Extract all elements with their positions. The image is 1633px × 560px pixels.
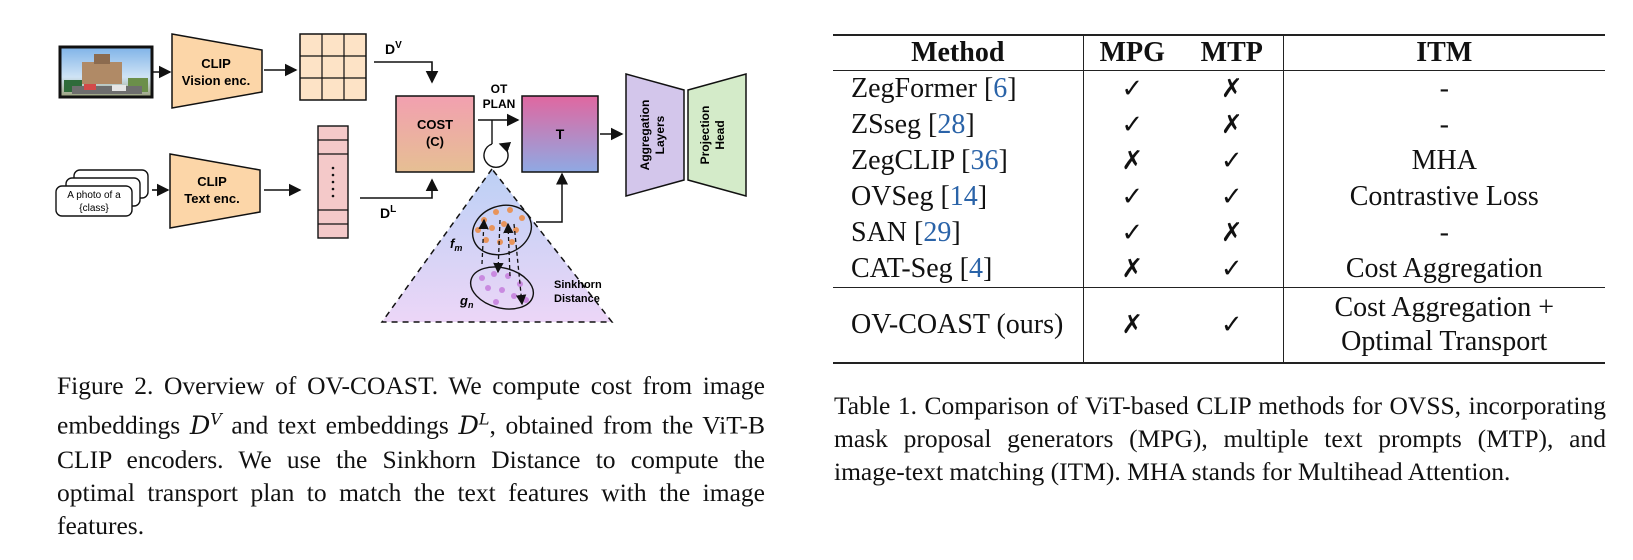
table-row: CAT-Seg [4] ✗ ✓ Cost Aggregation (833, 251, 1605, 288)
citation-link[interactable]: 29 (923, 217, 952, 248)
mtp-cell: ✓ (1181, 287, 1283, 364)
svg-text:Layers: Layers (653, 115, 667, 154)
table-row: ZSseg [28] ✓ ✗ - (833, 107, 1605, 143)
clip-text-encoder (169, 153, 261, 229)
cost-volume (395, 95, 475, 173)
svg-text:Text enc.: Text enc. (184, 191, 239, 206)
svg-text:PLAN: PLAN (483, 97, 516, 111)
method-cell: OVSeg [14] (851, 181, 988, 212)
ot-plan-label: OT (491, 82, 508, 96)
citation-link[interactable]: 6 (993, 73, 1008, 104)
svg-text:(C): (C) (426, 134, 444, 149)
itm-cell: Cost Aggregation (1282, 251, 1605, 288)
sinkhorn-distance-label: Sinkhorn (554, 279, 602, 291)
method-cell: OV-COAST (ours) (833, 287, 1083, 364)
mtp-cell: ✗ (1220, 218, 1243, 248)
itm-cell: MHA (1282, 143, 1605, 179)
method-cell: ZegFormer [6] (851, 73, 1017, 104)
itm-cell: Cost Aggregation +Optimal Transport (1282, 287, 1605, 364)
itm-cell: - (1282, 70, 1605, 107)
image-feature-grid (299, 33, 367, 101)
architecture-figure: CLIP Vision enc. DV A photo of a {class}… (52, 14, 792, 344)
table-header-row: Method MPG MTP ITM (833, 34, 1605, 71)
svg-text:Aggregation: Aggregation (638, 100, 652, 171)
svg-text:Head: Head (713, 120, 727, 149)
mtp-cell: ✗ (1220, 74, 1243, 104)
svg-text:Distance: Distance (554, 293, 600, 305)
t-block (521, 95, 599, 173)
mpg-cell: ✗ (1082, 143, 1181, 179)
svg-text:{class}: {class} (79, 203, 109, 214)
header-mpg: MPG (1082, 34, 1181, 71)
projection-head (687, 73, 747, 197)
mtp-cell: ✓ (1220, 254, 1243, 284)
citation-link[interactable]: 4 (968, 253, 983, 284)
method-cell: ZSseg [28] (851, 109, 975, 140)
svg-text:T: T (556, 126, 565, 142)
mtp-cell: ✗ (1220, 110, 1243, 140)
svg-text:Vision enc.: Vision enc. (182, 73, 250, 88)
mpg-cell: ✓ (1082, 215, 1181, 251)
header-method: Method (833, 34, 1083, 71)
table-row: OVSeg [14] ✓ ✓ Contrastive Loss (833, 179, 1605, 215)
clip-vision-encoder (171, 33, 263, 109)
mpg-cell: ✓ (1082, 107, 1181, 143)
table-row: ZegFormer [6] ✓ ✗ - (833, 70, 1605, 107)
citation-link[interactable]: 14 (949, 181, 978, 212)
mtp-cell: ✓ (1220, 146, 1243, 176)
text-feature-column (317, 125, 349, 239)
mpg-cell: ✗ (1082, 251, 1181, 288)
svg-text:COST: COST (417, 117, 453, 132)
mtp-cell: ✓ (1220, 182, 1243, 212)
dv-label: DV (385, 40, 402, 57)
svg-text:CLIP: CLIP (201, 56, 231, 71)
comparison-table: Method MPG MTP ITM ZegFormer [6] ✓ ✗ - Z… (833, 34, 1605, 364)
mpg-cell: ✓ (1082, 70, 1181, 107)
fm-label: fm (450, 236, 462, 253)
header-mtp: MTP (1181, 34, 1283, 71)
itm-cell: Contrastive Loss (1282, 179, 1605, 215)
mpg-cell: ✗ (1082, 287, 1181, 364)
figure-caption: Figure 2. Overview of OV-COAST. We compu… (57, 371, 765, 540)
aggregation-layers (625, 73, 685, 197)
header-itm: ITM (1282, 34, 1605, 71)
svg-text:CLIP: CLIP (197, 174, 227, 189)
gn-label: gn (459, 293, 474, 310)
method-cell: SAN [29] (851, 217, 961, 248)
itm-cell: - (1282, 215, 1605, 251)
table-row: ZegCLIP [36] ✗ ✓ MHA (833, 143, 1605, 179)
citation-link[interactable]: 28 (937, 109, 966, 140)
text-prompt-cards: A photo of a {class} (55, 169, 149, 217)
svg-text:Projection: Projection (698, 106, 712, 165)
table-caption: Table 1. Comparison of ViT-based CLIP me… (834, 391, 1606, 486)
table-row: SAN [29] ✓ ✗ - (833, 215, 1605, 251)
dl-label: DL (380, 204, 396, 221)
mpg-cell: ✓ (1082, 179, 1181, 215)
input-image (58, 45, 154, 99)
svg-text:A photo of a: A photo of a (67, 190, 121, 201)
itm-cell: - (1282, 107, 1605, 143)
citation-link[interactable]: 36 (970, 145, 999, 176)
method-cell: CAT-Seg [4] (851, 253, 993, 284)
method-cell: ZegCLIP [36] (851, 145, 1008, 176)
sinkhorn-triangle: fm gn Sinkhorn Distance (380, 167, 614, 323)
table-row-ours: OV-COAST (ours) ✗ ✓ Cost Aggregation +Op… (833, 287, 1605, 364)
